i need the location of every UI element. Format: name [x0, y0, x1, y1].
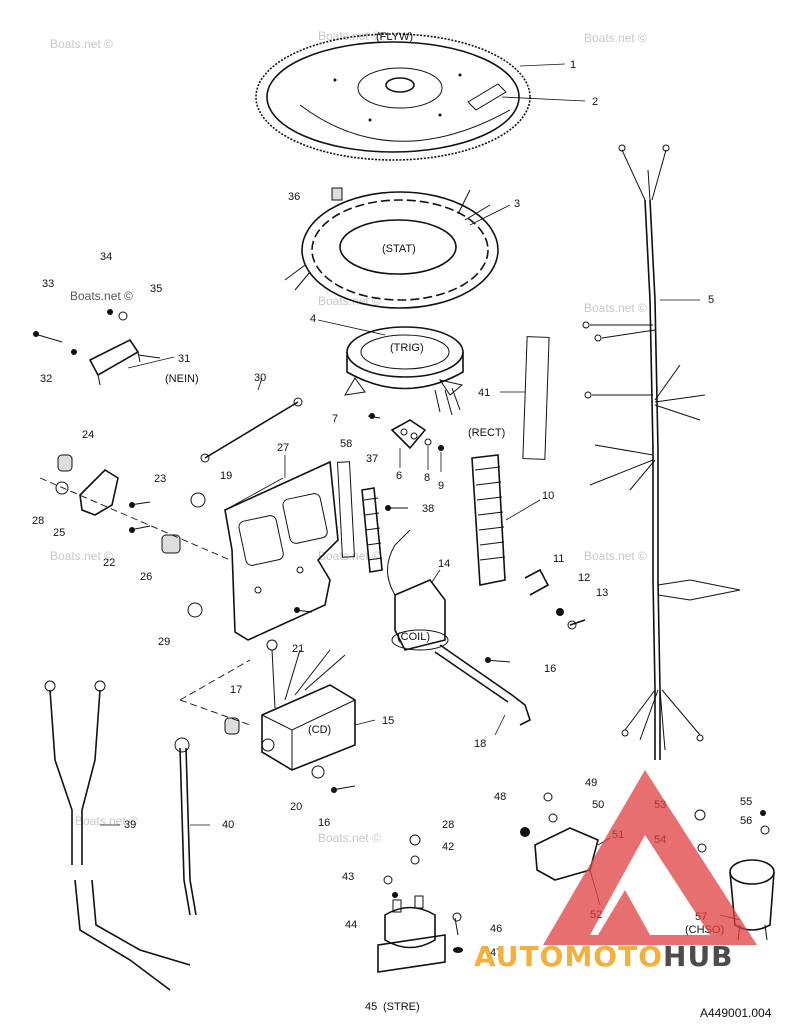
automotohub-logo-mark: [543, 770, 757, 945]
part-label: 12: [578, 572, 590, 584]
part-label: 40: [222, 819, 234, 831]
part-label: 16: [318, 817, 330, 829]
watermark: Boats.net ©: [50, 549, 113, 563]
part-label: 3: [514, 198, 520, 210]
part-label: 24: [82, 429, 94, 441]
part-label: 18: [474, 738, 486, 750]
part-label: 35: [150, 283, 162, 295]
caption-rect: (RECT): [468, 427, 505, 439]
cd-module: (CD): [224, 639, 356, 771]
part-label: 32: [40, 373, 52, 385]
part-label: 56: [740, 815, 752, 827]
rectifier: (RECT): [367, 413, 505, 451]
watermark: Boats.net ©: [584, 549, 647, 563]
part-label: 36: [288, 191, 300, 203]
part-label: 47: [490, 947, 502, 959]
decal-small: [336, 461, 355, 558]
part-label: 5: [708, 294, 714, 306]
part-label: 46: [490, 923, 502, 935]
automotohub-logo: AUTOMOTOHUB: [474, 940, 734, 973]
part-label: 41: [478, 387, 490, 399]
mounting-plate: [224, 460, 339, 641]
part-label: 4: [310, 313, 316, 325]
ignition-coil: (COIL): [387, 529, 531, 726]
logo-text-secondary: HUB: [663, 940, 734, 973]
battery-cables: [44, 680, 197, 991]
trigger: (TRIG): [344, 326, 464, 416]
part-label: 2: [592, 96, 598, 108]
part-label: 33: [42, 278, 54, 290]
part-label: 17: [230, 684, 242, 696]
part-label: 50: [592, 799, 604, 811]
caption-flyw: (FLYW): [376, 31, 413, 43]
part-label: 6: [396, 470, 402, 482]
part-label: 55: [740, 796, 752, 808]
part-label: 9: [438, 480, 444, 492]
caption-coil: (COIL): [397, 631, 430, 643]
watermark: Boats.net ©: [50, 37, 113, 51]
watermark: Boats.net ©: [75, 814, 138, 828]
drawing-number: A449001.004: [700, 1006, 772, 1020]
part-label: 43: [342, 871, 354, 883]
part-label: 45: [365, 1001, 377, 1013]
caption-cd: (CD): [308, 724, 331, 736]
wire-harness: [582, 144, 741, 760]
part-label: 22: [103, 557, 115, 569]
watermark: Boats.net ©: [584, 31, 647, 45]
part-label: 29: [158, 636, 170, 648]
part-labels: 1 2 3 4 5 6 7 8 9 10 11 12 13 14 15 16 1…: [32, 59, 752, 1013]
terminal-block: [471, 454, 506, 586]
part-label: 27: [277, 442, 289, 454]
caption-stat: (STAT): [382, 243, 416, 255]
part-label: 19: [220, 470, 232, 482]
watermark: Boats.net ©: [318, 831, 381, 845]
part-label: 42: [442, 841, 454, 853]
part-label: 13: [596, 587, 608, 599]
part-label: 49: [585, 777, 597, 789]
part-label: 26: [140, 571, 152, 583]
part-label: 30: [254, 372, 266, 384]
part-label: 31: [178, 353, 190, 365]
nein-module: (NEIN): [33, 309, 199, 386]
part-label: 14: [438, 558, 450, 570]
ground-wire: [204, 401, 299, 459]
part-label: 1: [570, 59, 576, 71]
part-label: 58: [340, 438, 352, 450]
part-label: 20: [290, 801, 302, 813]
part-label: 34: [100, 251, 112, 263]
decal: [522, 336, 550, 460]
part-label: 10: [542, 490, 554, 502]
flywheel: (FLYW): [255, 31, 531, 161]
logo-text-primary: AUTOMOTO: [474, 940, 664, 973]
watermarks: Boats.net © Boats.net © Boats.net © Boat…: [50, 29, 647, 845]
starter-solenoid: (STRE): [377, 834, 463, 1013]
part-label: 28: [442, 819, 454, 831]
caption-nein: (NEIN): [165, 373, 199, 385]
bracket: [524, 568, 550, 596]
part-label: 28: [32, 515, 44, 527]
part-label: 11: [553, 553, 564, 565]
part-label: 44: [345, 919, 357, 931]
watermark: Boats.net ©: [318, 549, 381, 563]
part-label: 16: [544, 663, 556, 675]
part-label: 25: [53, 527, 65, 539]
watermark: Boats.net ©: [70, 289, 133, 303]
part-label: 15: [382, 715, 394, 727]
part-label: 21: [292, 643, 304, 655]
caption-trig: (TRIG): [390, 342, 424, 354]
stator: (STAT): [284, 189, 499, 309]
part-label: 8: [424, 472, 430, 484]
part-label: 23: [154, 473, 166, 485]
part-label: 7: [332, 413, 338, 425]
part-label: 37: [366, 453, 378, 465]
watermark: Boats.net ©: [584, 301, 647, 315]
part-label: 38: [422, 503, 434, 515]
caption-stre: (STRE): [383, 1001, 420, 1013]
mount-bracket: [79, 468, 119, 516]
part-label: 48: [494, 791, 506, 803]
part-label: 39: [124, 819, 136, 831]
